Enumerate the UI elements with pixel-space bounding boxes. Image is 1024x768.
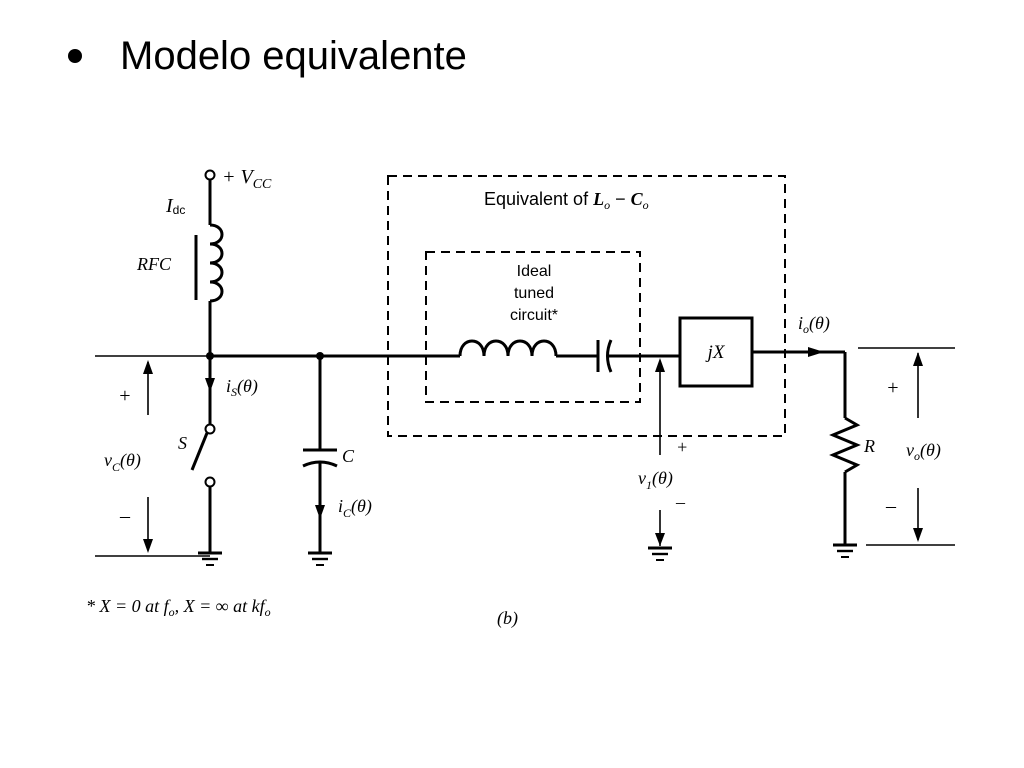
vo-plus: + [886, 377, 900, 399]
ideal-line-3: circuit* [510, 307, 558, 324]
vo-minus: – [885, 495, 897, 517]
vc-label: vC(θ) [104, 450, 141, 474]
idc-label: Idc [165, 195, 185, 217]
switch-branch [190, 356, 222, 566]
slide-title: Modelo equivalente [68, 28, 467, 84]
is-arrow [205, 378, 215, 392]
supply-label: + VCC [222, 166, 272, 192]
ground-2 [308, 551, 332, 566]
vc-indicator [95, 360, 210, 557]
ideal-tuned-box [425, 251, 641, 403]
is-label: iS(θ) [226, 376, 258, 399]
footnote: * X = 0 at fo, X = ∞ at kfo [86, 596, 271, 619]
vc-plus: + [118, 385, 132, 407]
figure-label: (b) [497, 608, 518, 629]
load-branch [829, 352, 861, 558]
v1-label: v1(θ) [638, 468, 673, 492]
switch-blade [190, 432, 209, 471]
switch-contact-top [204, 423, 216, 435]
supply-branch [194, 169, 224, 360]
rfc-inductor [209, 223, 224, 303]
rfc-label: RFC [136, 254, 172, 274]
ic-arrow [315, 505, 325, 519]
equivalent-box [387, 175, 786, 437]
ground-4 [833, 543, 857, 558]
vo-label: vo(θ) [906, 440, 941, 463]
jx-label: jX [705, 342, 726, 363]
vc-minus: – [119, 505, 131, 527]
series-inductor [458, 339, 558, 357]
v1-minus: – [675, 492, 686, 512]
switch-contact-bottom [204, 476, 216, 488]
load-resistor [829, 416, 861, 474]
ground-3 [648, 546, 672, 561]
ic-label: iC(θ) [338, 496, 372, 520]
io-arrow [808, 347, 824, 357]
cap-plate-bottom [302, 460, 338, 468]
v1-plus: + [676, 437, 688, 457]
v1-indicator [648, 358, 672, 561]
io-label: io(θ) [798, 313, 830, 336]
switch-label: S [178, 433, 187, 453]
r-label: R [863, 436, 875, 456]
title-text: Modelo equivalente [120, 33, 467, 78]
equiv-label: Equivalent of Lo − Co [484, 189, 649, 212]
ideal-line-1: Ideal [517, 263, 552, 280]
capacitor-branch [302, 356, 338, 566]
supply-terminal [204, 169, 216, 181]
bullet-icon [68, 49, 82, 63]
cap-label: C [342, 446, 355, 466]
ground-1 [198, 551, 222, 566]
vo-indicator [858, 347, 955, 546]
ideal-line-2: tuned [514, 285, 554, 302]
